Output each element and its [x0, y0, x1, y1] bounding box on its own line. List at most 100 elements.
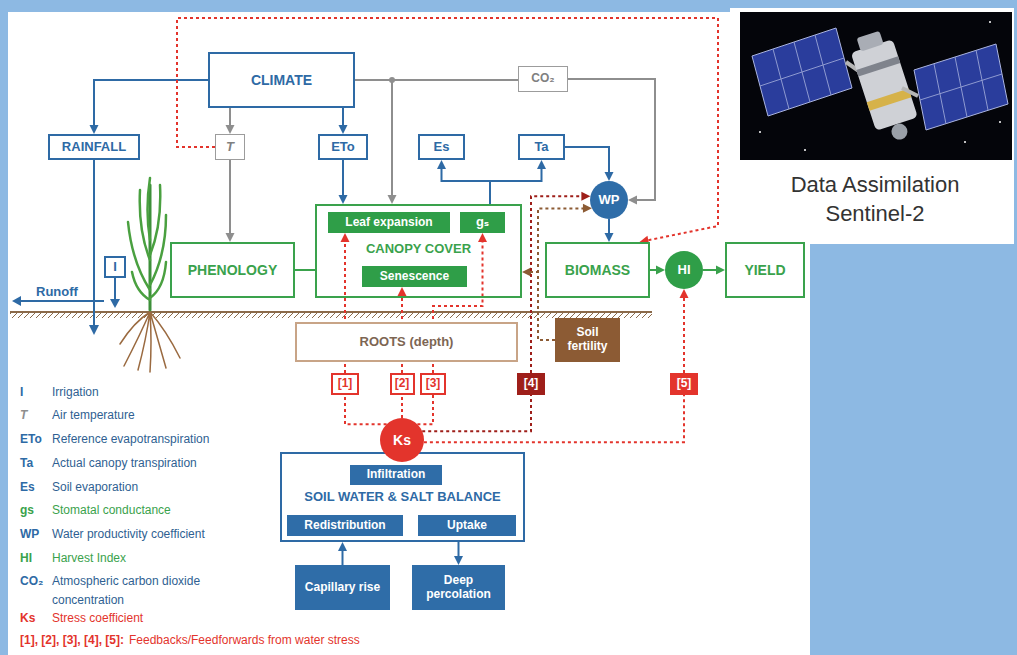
legend-symbol: CO₂	[20, 574, 43, 588]
input-box: T	[215, 134, 245, 160]
arrow-head	[338, 542, 347, 551]
connector	[226, 108, 235, 134]
flux-box: Capillary rise	[295, 565, 390, 610]
arrow-head	[454, 556, 463, 565]
arrow-head	[12, 296, 21, 306]
connector-line	[608, 219, 610, 234]
arrow-head	[537, 160, 546, 169]
node-label: Es	[434, 140, 450, 155]
legend-text: Soil evaporation	[52, 480, 138, 494]
sub-process-box: Redistribution	[287, 515, 403, 536]
roots-box: ROOTS (depth)	[295, 322, 518, 362]
connector-line	[345, 395, 387, 424]
process-box: YIELD	[725, 242, 805, 298]
callout-number: [4]	[517, 373, 545, 395]
callout-number: [5]	[670, 373, 698, 395]
legend-symbol: ETo	[20, 432, 42, 446]
ground-surface	[10, 311, 652, 313]
arrow-head	[110, 299, 120, 308]
output-box: Ta	[518, 134, 565, 160]
legend-symbol: Es	[20, 480, 35, 494]
connector	[339, 108, 348, 134]
connector	[703, 266, 725, 275]
legend-row: Harvest Index	[52, 547, 126, 566]
legend-symbol: [1], [2], [3], [4], [5]:	[20, 633, 124, 647]
star	[804, 149, 806, 151]
arrow-head	[339, 195, 348, 204]
arrow-head	[89, 325, 99, 335]
plant-stalk	[149, 185, 152, 310]
annotation-label: Runoff	[36, 284, 78, 299]
arrow-head	[628, 196, 637, 205]
node-label: ETo	[331, 140, 355, 155]
connector	[402, 395, 403, 418]
node-label: ROOTS (depth)	[360, 335, 454, 350]
legend-symbol: T	[20, 408, 27, 422]
input-box: RAINFALL	[48, 134, 140, 160]
star	[759, 131, 761, 133]
input-box: I	[104, 256, 126, 278]
node-label: Capillary rise	[305, 581, 380, 595]
node-label: BIOMASS	[565, 262, 630, 278]
connector	[226, 160, 235, 242]
connector	[177, 18, 718, 245]
arrow-head	[226, 233, 235, 242]
panel-grid	[760, 35, 844, 109]
connector-line	[342, 108, 344, 126]
connector	[680, 289, 689, 373]
output-box: Es	[418, 134, 465, 160]
plant-roots	[120, 312, 180, 372]
arrow-head	[581, 192, 590, 201]
node-label: SOIL WATER & SALT BALANCE	[287, 490, 518, 505]
star	[999, 121, 1001, 123]
connector	[424, 395, 684, 442]
connector-line	[401, 395, 403, 418]
connector-line	[458, 542, 460, 557]
circle-node: WP	[590, 181, 628, 219]
sub-process-box: Leaf expansion	[328, 212, 450, 233]
legend-text: Actual canopy transpiration	[52, 456, 197, 470]
legend-symbol: Ta	[20, 456, 33, 470]
solar-panel	[752, 28, 852, 116]
arrow-head	[339, 125, 348, 134]
satellite-body	[847, 28, 923, 146]
connector-line	[490, 168, 542, 204]
sub-process-box: gₛ	[460, 212, 505, 233]
connector-line	[229, 108, 231, 126]
star	[964, 141, 966, 143]
node-label: Data Assimilation Sentinel-2	[745, 171, 1005, 228]
panel-grid	[920, 50, 1002, 124]
arrow-head	[605, 172, 614, 181]
connector	[295, 270, 315, 271]
node-label: [4]	[524, 377, 539, 391]
side-panel	[730, 8, 1014, 244]
process-box: BIOMASS	[545, 242, 650, 298]
legend-row: Reference evapotranspiration	[52, 428, 209, 447]
connector	[338, 542, 347, 565]
label-holder: T	[20, 404, 27, 423]
process-box: PHENOLOGY	[170, 242, 295, 298]
body-band	[856, 56, 900, 76]
legend-row: Feedbacks/Feedforwards from water stress	[129, 629, 360, 648]
connector	[345, 395, 387, 424]
connector-line	[229, 160, 231, 234]
sub-process-box: Infiltration	[350, 465, 442, 485]
legend-row: Soil evaporation	[52, 476, 138, 495]
connector-line	[703, 269, 717, 271]
label-holder: HI	[20, 547, 32, 566]
body-lens	[889, 121, 909, 141]
node-label: Ks	[393, 432, 411, 448]
legend-row: Stress coefficient	[52, 607, 143, 626]
legend-symbol: Ks	[20, 611, 35, 625]
connector-line	[342, 550, 344, 565]
connector	[437, 160, 490, 204]
connector-line	[683, 297, 685, 373]
callout-number: [3]	[420, 373, 446, 395]
label-holder: WP	[20, 523, 39, 542]
input-box: ETo	[318, 134, 368, 160]
legend-text: Reference evapotranspiration	[52, 432, 209, 446]
arrow-head	[583, 204, 592, 213]
legend-row: Atmospheric carbon dioxide concentration	[52, 570, 232, 608]
arrow-head	[680, 289, 689, 298]
